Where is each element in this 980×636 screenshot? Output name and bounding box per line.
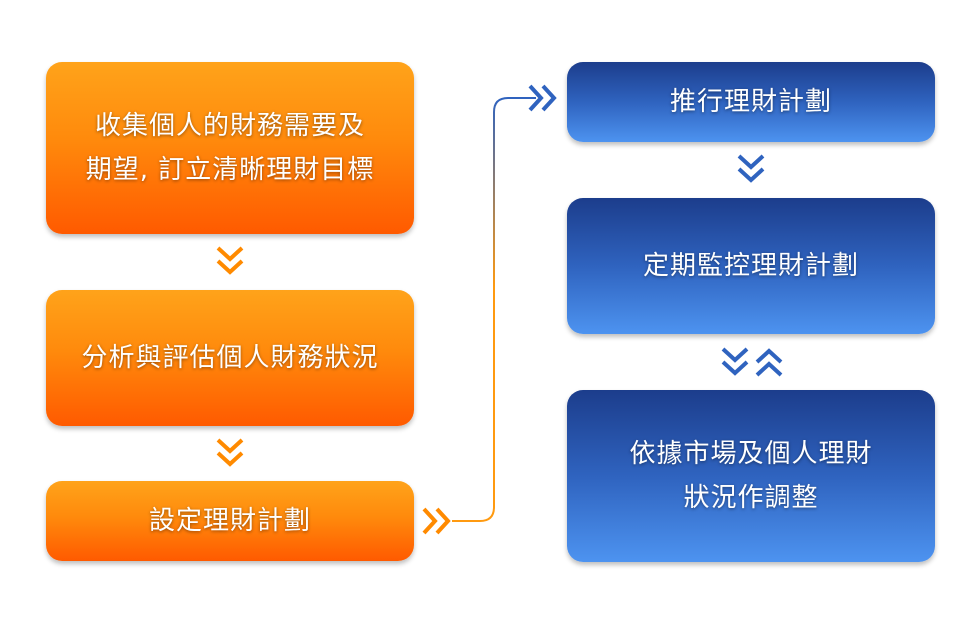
step-analyze-finances-label: 分析與評估個人財務狀況 xyxy=(81,343,379,373)
step-implement-plan-box: 推行理財計劃 xyxy=(567,62,935,142)
double-chevron-down-icon xyxy=(214,244,246,278)
double-chevron-down-icon xyxy=(719,345,751,379)
double-chevron-up-icon xyxy=(753,345,785,379)
step-analyze-finances-box: 分析與評估個人財務狀況 xyxy=(46,290,414,426)
double-chevron-down-icon xyxy=(735,152,767,186)
step-collect-needs-box: 收集個人的財務需要及 期望, 訂立清晰理財目標 xyxy=(46,62,414,234)
step-adjust-plan-line1: 依據市場及個人理財 xyxy=(629,439,873,469)
step-implement-plan-label: 推行理財計劃 xyxy=(669,87,832,117)
double-chevron-right-icon xyxy=(526,82,560,114)
step-collect-needs-line2: 期望, 訂立清晰理財目標 xyxy=(85,155,375,185)
connector-line xyxy=(450,90,540,530)
step-monitor-plan-label: 定期監控理財計劃 xyxy=(642,251,859,281)
step-monitor-plan-box: 定期監控理財計劃 xyxy=(567,198,935,334)
step-collect-needs-line1: 收集個人的財務需要及 xyxy=(94,111,365,141)
step-adjust-plan-box: 依據市場及個人理財 狀況作調整 xyxy=(567,390,935,562)
step-set-plan-label: 設定理財計劃 xyxy=(148,506,311,536)
double-chevron-down-icon xyxy=(214,436,246,470)
step-adjust-plan-line2: 狀況作調整 xyxy=(683,483,819,513)
step-set-plan-box: 設定理財計劃 xyxy=(46,481,414,561)
double-chevron-right-icon xyxy=(420,505,454,537)
